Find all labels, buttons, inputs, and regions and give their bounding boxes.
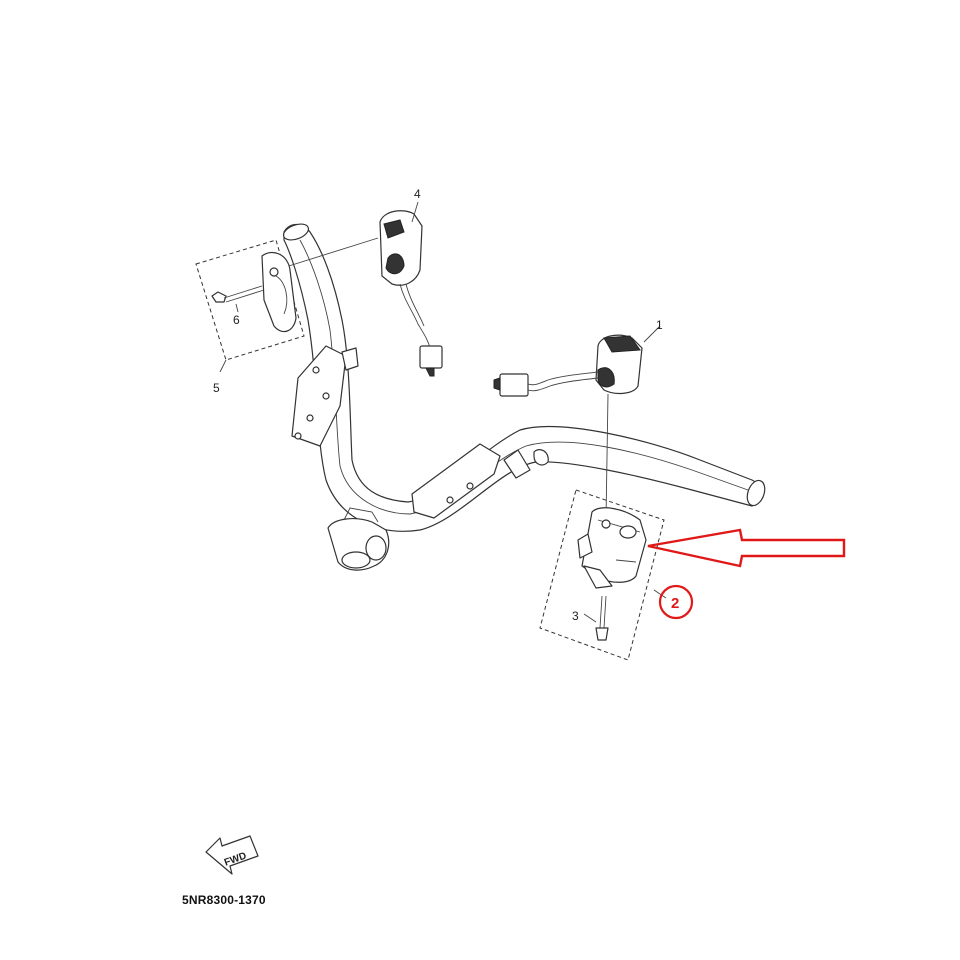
drawing-code: 5NR8300-1370 [182,893,266,907]
callout-5: 5 [213,381,220,395]
red-pointer-arrow-icon [647,528,846,568]
leader-2 [653,589,667,599]
callout-3: 3 [572,609,579,623]
leader-6 [235,303,239,313]
fwd-arrow-icon: FWD [205,835,259,875]
callout-1: 1 [656,318,663,332]
leader-5 [219,359,227,373]
callout-2: 2 [671,595,679,612]
part-5-group [195,239,305,361]
part-4-switch [379,210,443,377]
part-2-group [539,489,665,661]
leader-1 [643,325,661,343]
leader-4 [411,201,419,223]
leader-4-to-5 [275,237,379,271]
callout-4: 4 [414,187,421,201]
leader-3 [583,613,597,623]
callout-6: 6 [233,313,240,327]
handlebar [282,223,766,571]
alignment-line [605,393,609,521]
highlight-circle [658,584,694,620]
part-1-switch [493,334,643,397]
